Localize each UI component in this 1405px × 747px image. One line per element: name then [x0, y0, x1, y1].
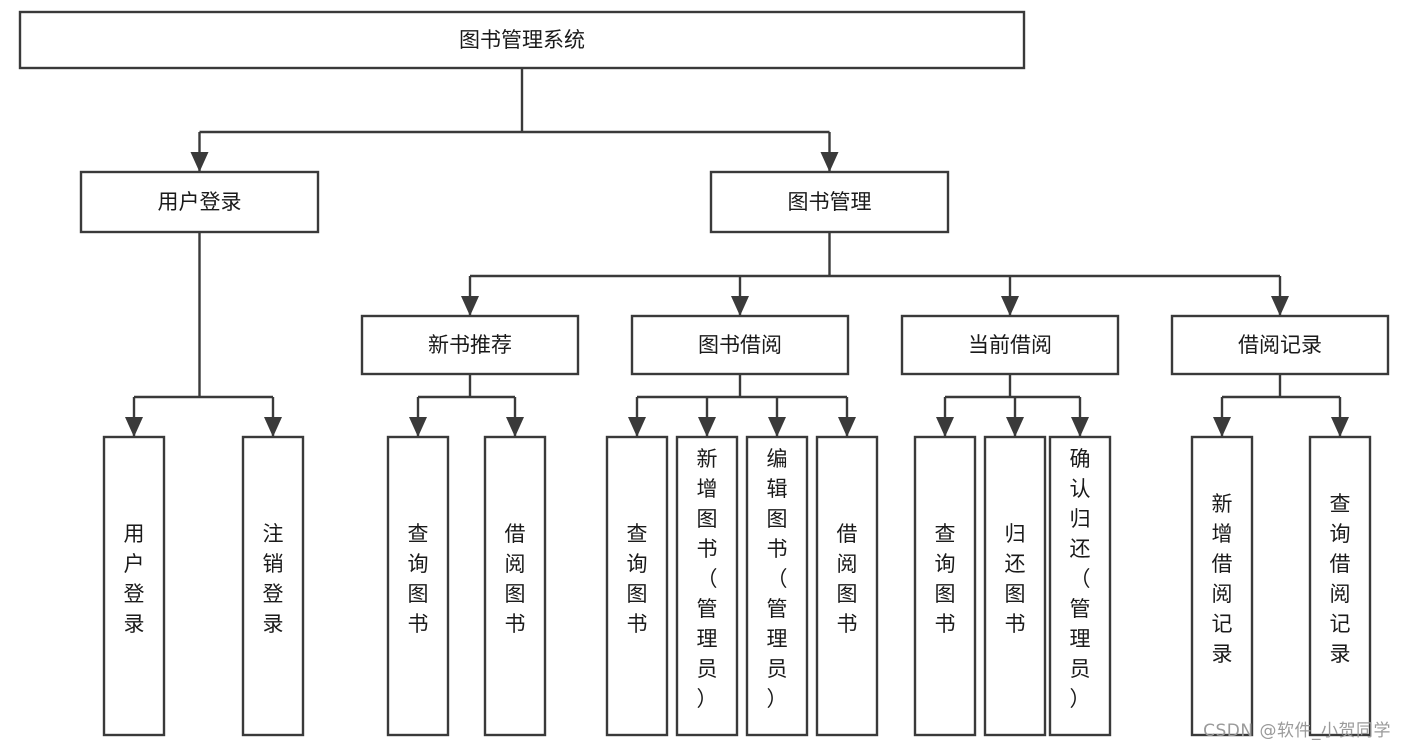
edges-from-root	[190, 68, 839, 172]
node-label-new-book-rec: 新书推荐	[428, 333, 512, 357]
node-leaf-user-logout[interactable]: 注销登录	[241, 435, 305, 737]
edge-arrowhead	[698, 417, 716, 437]
node-leaf-query-book-3[interactable]: 查询图书	[913, 435, 977, 737]
node-label-leaf-borrow-book-2: 借阅图书	[837, 522, 858, 636]
edges-from-book-manage	[461, 232, 1289, 316]
edge-arrowhead	[1213, 417, 1231, 437]
node-box-root[interactable]	[18, 10, 1026, 70]
edge-arrowhead	[1271, 296, 1289, 316]
node-label-current-borrow: 当前借阅	[968, 333, 1052, 357]
node-label-leaf-confirm-return: 确认归还（管理员）	[1070, 447, 1091, 711]
node-layer: 图书管理系统用户登录图书管理新书推荐图书借阅当前借阅借阅记录用户登录注销登录查询…	[18, 10, 1390, 737]
node-box-borrow-record[interactable]	[1170, 314, 1390, 376]
node-leaf-add-record[interactable]: 新增借阅记录	[1190, 435, 1254, 737]
edge-arrowhead	[1001, 296, 1019, 316]
edge-arrowhead	[1331, 417, 1349, 437]
edge-arrowhead	[731, 296, 749, 316]
edge-arrowhead	[461, 296, 479, 316]
node-box-leaf-query-record[interactable]	[1308, 435, 1372, 737]
node-label-root: 图书管理系统	[459, 28, 585, 52]
node-root[interactable]: 图书管理系统	[18, 10, 1026, 70]
edge-arrowhead	[820, 152, 839, 172]
node-label-leaf-query-book-2: 查询图书	[627, 522, 648, 636]
node-leaf-query-book-2[interactable]: 查询图书	[605, 435, 669, 737]
edges-from-borrow-record	[1213, 374, 1349, 437]
node-label-leaf-add-book: 新增图书（管理员）	[697, 447, 718, 711]
node-box-book-manage[interactable]	[709, 170, 950, 234]
node-leaf-borrow-book-2[interactable]: 借阅图书	[815, 435, 879, 737]
node-book-borrow[interactable]: 图书借阅	[630, 314, 850, 376]
node-box-leaf-add-book[interactable]	[675, 435, 739, 737]
node-new-book-rec[interactable]: 新书推荐	[360, 314, 580, 376]
node-label-leaf-query-record: 查询借阅记录	[1330, 492, 1351, 666]
node-label-leaf-user-login: 用户登录	[124, 522, 145, 636]
node-label-leaf-user-logout: 注销登录	[263, 522, 284, 636]
node-leaf-borrow-book-1[interactable]: 借阅图书	[483, 435, 547, 737]
node-box-leaf-borrow-book-2[interactable]	[815, 435, 879, 737]
node-box-leaf-confirm-return[interactable]	[1048, 435, 1112, 737]
node-leaf-edit-book[interactable]: 编辑图书（管理员）	[745, 435, 809, 737]
edges-from-new-book-rec	[409, 374, 524, 437]
node-box-new-book-rec[interactable]	[360, 314, 580, 376]
node-label-user-login: 用户登录	[158, 190, 242, 214]
edge-arrowhead	[506, 417, 524, 437]
node-user-login[interactable]: 用户登录	[79, 170, 320, 234]
node-current-borrow[interactable]: 当前借阅	[900, 314, 1120, 376]
node-box-current-borrow[interactable]	[900, 314, 1120, 376]
edges-from-current-borrow	[936, 374, 1089, 437]
edge-arrowhead	[1006, 417, 1024, 437]
node-label-leaf-query-book-1: 查询图书	[408, 522, 429, 636]
edge-arrowhead	[1071, 417, 1089, 437]
edge-arrowhead	[768, 417, 786, 437]
node-box-leaf-return-book[interactable]	[983, 435, 1047, 737]
node-box-leaf-query-book-3[interactable]	[913, 435, 977, 737]
edges-from-user-login	[125, 232, 282, 437]
node-label-leaf-return-book: 归还图书	[1005, 522, 1026, 636]
node-leaf-user-login[interactable]: 用户登录	[102, 435, 166, 737]
node-label-leaf-edit-book: 编辑图书（管理员）	[767, 447, 788, 711]
node-box-book-borrow[interactable]	[630, 314, 850, 376]
edge-arrowhead	[264, 417, 282, 437]
node-box-leaf-add-record[interactable]	[1190, 435, 1254, 737]
node-label-book-borrow: 图书借阅	[698, 333, 782, 357]
edge-layer	[125, 68, 1349, 437]
node-box-leaf-edit-book[interactable]	[745, 435, 809, 737]
edge-arrowhead	[409, 417, 427, 437]
node-box-leaf-query-book-1[interactable]	[386, 435, 450, 737]
edges-from-book-borrow	[628, 374, 856, 437]
node-label-book-manage: 图书管理	[788, 190, 872, 214]
node-leaf-query-record[interactable]: 查询借阅记录	[1308, 435, 1372, 737]
node-book-manage[interactable]: 图书管理	[709, 170, 950, 234]
node-label-borrow-record: 借阅记录	[1238, 333, 1322, 357]
node-box-leaf-user-logout[interactable]	[241, 435, 305, 737]
node-box-leaf-user-login[interactable]	[102, 435, 166, 737]
node-leaf-add-book[interactable]: 新增图书（管理员）	[675, 435, 739, 737]
node-label-leaf-add-record: 新增借阅记录	[1212, 492, 1233, 666]
node-box-user-login[interactable]	[79, 170, 320, 234]
node-box-leaf-query-book-2[interactable]	[605, 435, 669, 737]
edge-arrowhead	[936, 417, 954, 437]
node-label-leaf-query-book-3: 查询图书	[935, 522, 956, 636]
edge-arrowhead	[125, 417, 143, 437]
edge-arrowhead	[838, 417, 856, 437]
edge-arrowhead	[628, 417, 646, 437]
node-box-leaf-borrow-book-1[interactable]	[483, 435, 547, 737]
node-label-leaf-borrow-book-1: 借阅图书	[505, 522, 526, 636]
node-borrow-record[interactable]: 借阅记录	[1170, 314, 1390, 376]
node-leaf-confirm-return[interactable]: 确认归还（管理员）	[1048, 435, 1112, 737]
node-leaf-query-book-1[interactable]: 查询图书	[386, 435, 450, 737]
edge-arrowhead	[190, 152, 209, 172]
node-leaf-return-book[interactable]: 归还图书	[983, 435, 1047, 737]
